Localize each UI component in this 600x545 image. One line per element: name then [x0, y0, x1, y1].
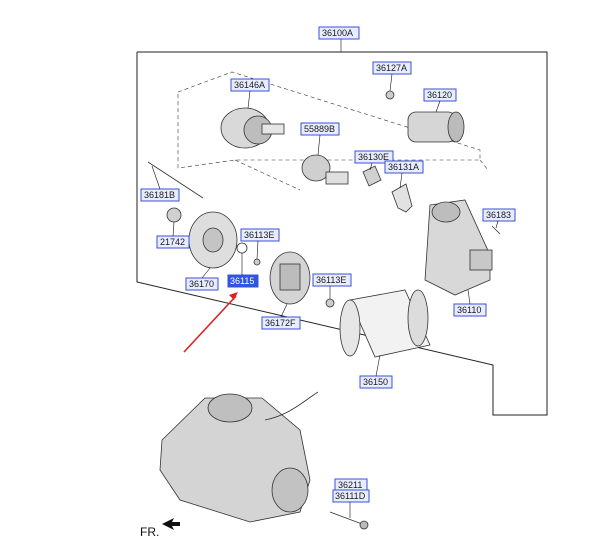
front-housing-part: [424, 199, 493, 296]
part-label-36130E: 36130E: [358, 152, 389, 162]
small-screw-part: [491, 225, 501, 235]
end-cover-part: [188, 211, 238, 269]
part-label-36115: 36115: [230, 276, 254, 286]
part-label-36183: 36183: [486, 210, 511, 220]
part-label-36113E-b: 36113E: [316, 275, 346, 285]
part-label-36110: 36110: [457, 305, 481, 315]
through-bolt-part: [147, 161, 204, 199]
part-label-36150: 36150: [363, 377, 388, 387]
part-label-36120: 36120: [427, 90, 452, 100]
part-label-36170: 36170: [189, 279, 214, 289]
part-label-36111D: 36111D: [335, 491, 366, 501]
nut-part-a: [253, 258, 261, 266]
label-box-36115-highlighted[interactable]: [227, 274, 259, 288]
starter-assembly-part: [159, 391, 319, 523]
label-box-36183[interactable]: [482, 208, 516, 222]
part-label-36127A: 36127A: [376, 63, 407, 73]
part-label-55889B: 55889B: [304, 124, 335, 134]
assembly-frame: [136, 51, 548, 416]
shift-lever-part: [362, 165, 413, 213]
label-box-36111D[interactable]: [332, 489, 370, 503]
yoke-part: [339, 289, 431, 358]
assembly-label: 36100A: [322, 28, 353, 38]
part-label-36146A: 36146A: [234, 80, 265, 90]
part-label-36131A: 36131A: [388, 162, 419, 172]
part-label-36181B: 36181B: [144, 190, 175, 200]
armature-part: [220, 107, 285, 149]
subassembly-outline: [177, 71, 481, 169]
label-box-36130E[interactable]: [354, 150, 394, 164]
pointer-arrowhead-icon: [229, 292, 238, 300]
part-label-36211: 36211: [338, 480, 362, 490]
mounting-bolt-part: [329, 511, 369, 530]
part-label-21742: 21742: [160, 237, 185, 247]
pinion-drive-part: [301, 154, 349, 185]
o-ring-part: [236, 242, 248, 254]
nut-part-b: [325, 298, 335, 308]
label-box-36113E-b[interactable]: [312, 273, 352, 287]
leader-lines: [151, 73, 499, 518]
solenoid-part: [385, 90, 465, 143]
brush-holder-part: [269, 251, 311, 305]
assembly-label-box[interactable]: [318, 26, 360, 40]
washer-part: [166, 207, 182, 223]
part-label-36113E-a: 36113E: [244, 230, 274, 240]
label-box-36113E-a[interactable]: [240, 228, 280, 242]
label-box-36131A[interactable]: [384, 160, 424, 174]
front-direction-arrow-icon: [162, 518, 180, 530]
direction-label: FR.: [140, 525, 159, 539]
pointer-arrow: [183, 295, 237, 353]
part-label-36172F: 36172F: [265, 318, 296, 328]
